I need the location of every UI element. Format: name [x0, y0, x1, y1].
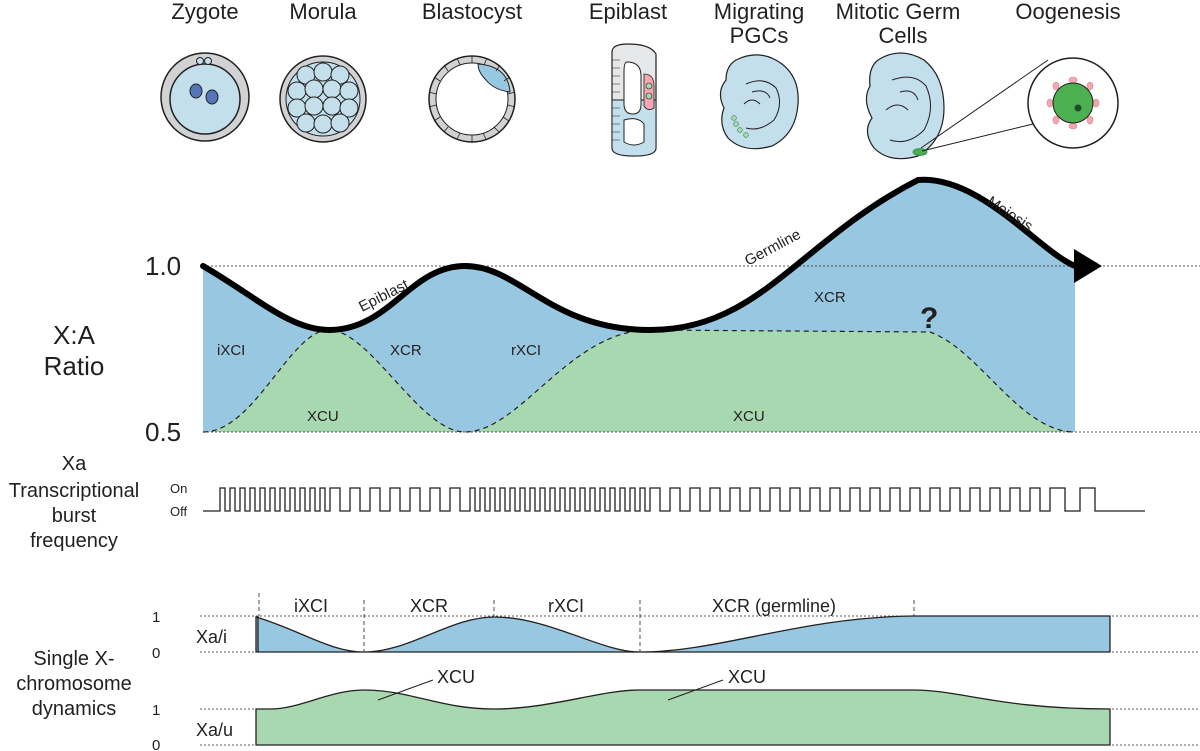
- stage-morula: Morula: [289, 0, 357, 24]
- burst-label-line4: frequency: [30, 530, 118, 552]
- single-label-line3: dynamics: [32, 698, 116, 720]
- xa-ratio-curve: [200, 176, 1078, 334]
- burst-label-line2: Transcriptional: [9, 480, 139, 502]
- mitotic-germ-cells-embryo-illustration: [865, 52, 1049, 160]
- xau-tick-0: 0: [152, 737, 160, 751]
- region-label-ixci: iXCI: [217, 342, 245, 359]
- oogenesis-oocyte-illustration: [1027, 57, 1119, 149]
- xcu-boundary-dashed: [202, 329, 1076, 433]
- single-label-line1: Single X-: [33, 648, 114, 670]
- stage-cells: Cells: [879, 23, 928, 48]
- region-label-rxci: rXCI: [511, 342, 541, 359]
- burst-label-line3: burst: [52, 505, 97, 527]
- phase-label-xcr: XCR: [410, 596, 448, 616]
- stage-oogenesis: Oogenesis: [1015, 0, 1120, 24]
- morula-illustration: [279, 55, 367, 143]
- stage-epiblast: Epiblast: [589, 0, 667, 24]
- question-mark: ?: [920, 302, 938, 335]
- xau-label: Xa/u: [196, 720, 233, 740]
- burst-label-line1: Xa: [62, 453, 87, 475]
- burst-off-label: Off: [170, 504, 187, 519]
- stage-labels: Zygote Morula Blastocyst Epiblast Migrat…: [171, 0, 1120, 48]
- meiosis-arrowhead: [1074, 249, 1102, 283]
- xcu-callout-2-line: [667, 679, 724, 701]
- stage-pgcs: PGCs: [730, 23, 789, 48]
- xa-ratio-panel: Epiblast Germline Meiosis iXCI XCR rXCI …: [44, 176, 1200, 447]
- ratio-tick-1: 1.0: [145, 251, 181, 281]
- xcu-green-area: [203, 330, 1075, 432]
- burst-square-wave: [203, 487, 1145, 512]
- xcu-callout-2: XCU: [728, 667, 766, 687]
- zoom-line-upper: [920, 59, 1049, 149]
- region-label-xcu-2: XCU: [733, 408, 765, 425]
- zygote-illustration: [160, 52, 250, 142]
- burst-frequency-panel: Xa Transcriptional burst frequency On Of…: [9, 453, 1145, 552]
- stage-migrating: Migrating: [714, 0, 804, 24]
- region-label-xcr: XCR: [390, 342, 422, 359]
- blastocyst-illustration: [428, 55, 516, 143]
- xai-tick-0: 0: [152, 645, 160, 662]
- stage-zygote: Zygote: [171, 0, 238, 24]
- phase-label-rxci: rXCI: [548, 596, 584, 616]
- xai-fill: [255, 615, 1111, 653]
- single-x-dynamics-panel: Single X- chromosome dynamics iXCI XCR r…: [16, 593, 1200, 751]
- ratio-tick-0.5: 0.5: [145, 417, 181, 447]
- burst-on-label: On: [170, 481, 187, 496]
- stage-mitotic-germ: Mitotic Germ: [836, 0, 961, 24]
- epiblast-illustration: [611, 43, 657, 157]
- zoom-line-lower: [921, 123, 1034, 152]
- xcu-callout-1: XCU: [437, 667, 475, 687]
- stage-blastocyst: Blastocyst: [422, 0, 522, 24]
- single-label-line2: chromosome: [16, 673, 132, 695]
- xcu-callout-1-line: [377, 679, 434, 701]
- ratio-axis-label-line2: Ratio: [44, 351, 105, 381]
- migrating-pgcs-embryo-illustration: [719, 54, 799, 150]
- ratio-axis-label-line1: X:A: [53, 320, 96, 350]
- xai-tick-1: 1: [152, 609, 160, 626]
- region-label-xcr-top: XCR: [814, 289, 846, 306]
- phase-label-xcr-germline: XCR (germline): [712, 596, 836, 616]
- phase-label-ixci: iXCI: [294, 596, 328, 616]
- xau-fill: [255, 689, 1111, 746]
- xau-tick-1: 1: [152, 702, 160, 719]
- region-label-xcu-1: XCU: [307, 408, 339, 425]
- xai-label: Xa/i: [196, 627, 227, 647]
